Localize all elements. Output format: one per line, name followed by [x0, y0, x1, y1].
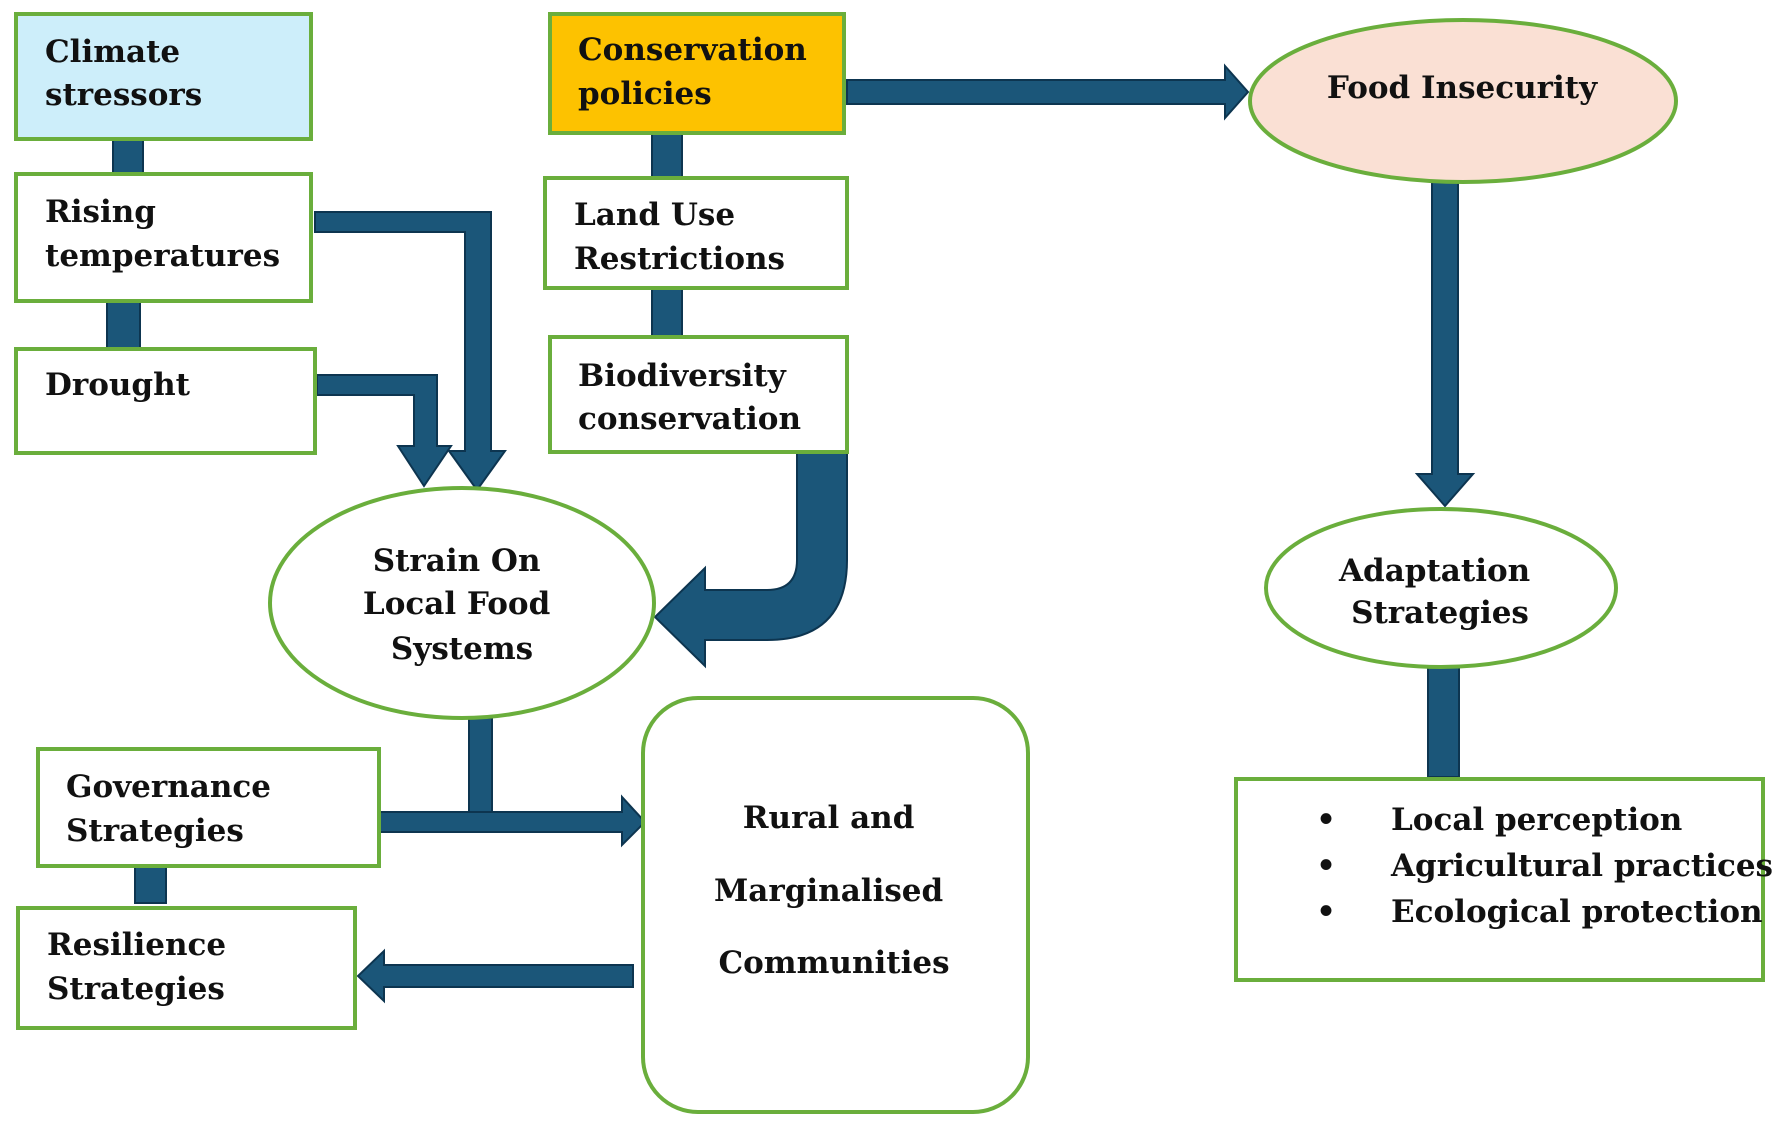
governance-strategies-label: Governance Strategies [66, 769, 282, 849]
rural-and-marginalised-communities-label: Rural and Marginalised Communities [714, 800, 954, 981]
bullet-1: • [1316, 802, 1336, 838]
conservation-policies-label: Conservation policies [578, 32, 818, 112]
drought-box [14, 347, 317, 455]
arrow-biodiversity-to-strain [653, 451, 848, 669]
arrow-drought-to-strain [316, 374, 453, 488]
food-insecurity-label: Food Insecurity [1327, 70, 1598, 106]
shapes [14, 12, 1765, 1114]
adaptation-strategies-ellipse [1264, 507, 1618, 669]
land-use-restrictions-label: Land Use Restrictions [574, 197, 785, 277]
outcome-agricultural-practices: Agricultural practices [1390, 848, 1773, 884]
link-adaptation-to-outcomes [1427, 662, 1460, 778]
bullet-3: • [1316, 894, 1336, 930]
arrow-rising-to-strain [314, 211, 507, 492]
arrow-food-insecurity-to-adaptation [1414, 176, 1476, 508]
link-climate-to-rising [112, 136, 144, 174]
conservation-policies-box [548, 12, 846, 135]
labels: Climate stressors Rising temperatures Dr… [45, 32, 1773, 1007]
outcome-ecological-protection: Ecological protection [1391, 894, 1763, 930]
arrow-communities-to-resilience [356, 948, 634, 1004]
bullet-2: • [1316, 848, 1336, 884]
arrow-conservation-to-food-insecurity [846, 63, 1250, 121]
land-use-restrictions-box [543, 176, 849, 290]
rising-temperatures-box [14, 172, 313, 303]
adaptation-outcomes-list: • Local perception • Agricultural practi… [1316, 802, 1773, 930]
biodiversity-conservation-label: Biodiversity conservation [578, 358, 801, 437]
connectors [106, 63, 1476, 1004]
climate-stressors-label: Climate stressors [45, 34, 202, 113]
strain-on-local-food-systems-ellipse [268, 486, 656, 720]
link-rising-to-drought [106, 299, 141, 349]
rural-and-marginalised-communities-box [641, 696, 1030, 1114]
link-conservation-to-landuse [651, 130, 683, 178]
adaptation-strategies-label: Adaptation Strategies [1338, 553, 1541, 631]
drought-label: Drought [45, 367, 191, 403]
rising-temperatures-label: Rising temperatures [45, 194, 280, 274]
strain-on-local-food-systems-label: Strain On Local Food Systems [363, 543, 561, 667]
governance-strategies-box [36, 747, 381, 868]
arrow-governance-to-communities [379, 794, 647, 848]
link-landuse-to-biodiversity [651, 287, 683, 337]
food-insecurity-ellipse [1248, 18, 1678, 184]
climate-stressors-box [14, 12, 313, 141]
outcome-local-perception: Local perception [1391, 802, 1682, 838]
adaptation-outcomes-box [1234, 777, 1765, 982]
resilience-strategies-label: Resilience Strategies [47, 927, 237, 1007]
resilience-strategies-box [16, 906, 357, 1030]
biodiversity-conservation-box [548, 335, 849, 454]
